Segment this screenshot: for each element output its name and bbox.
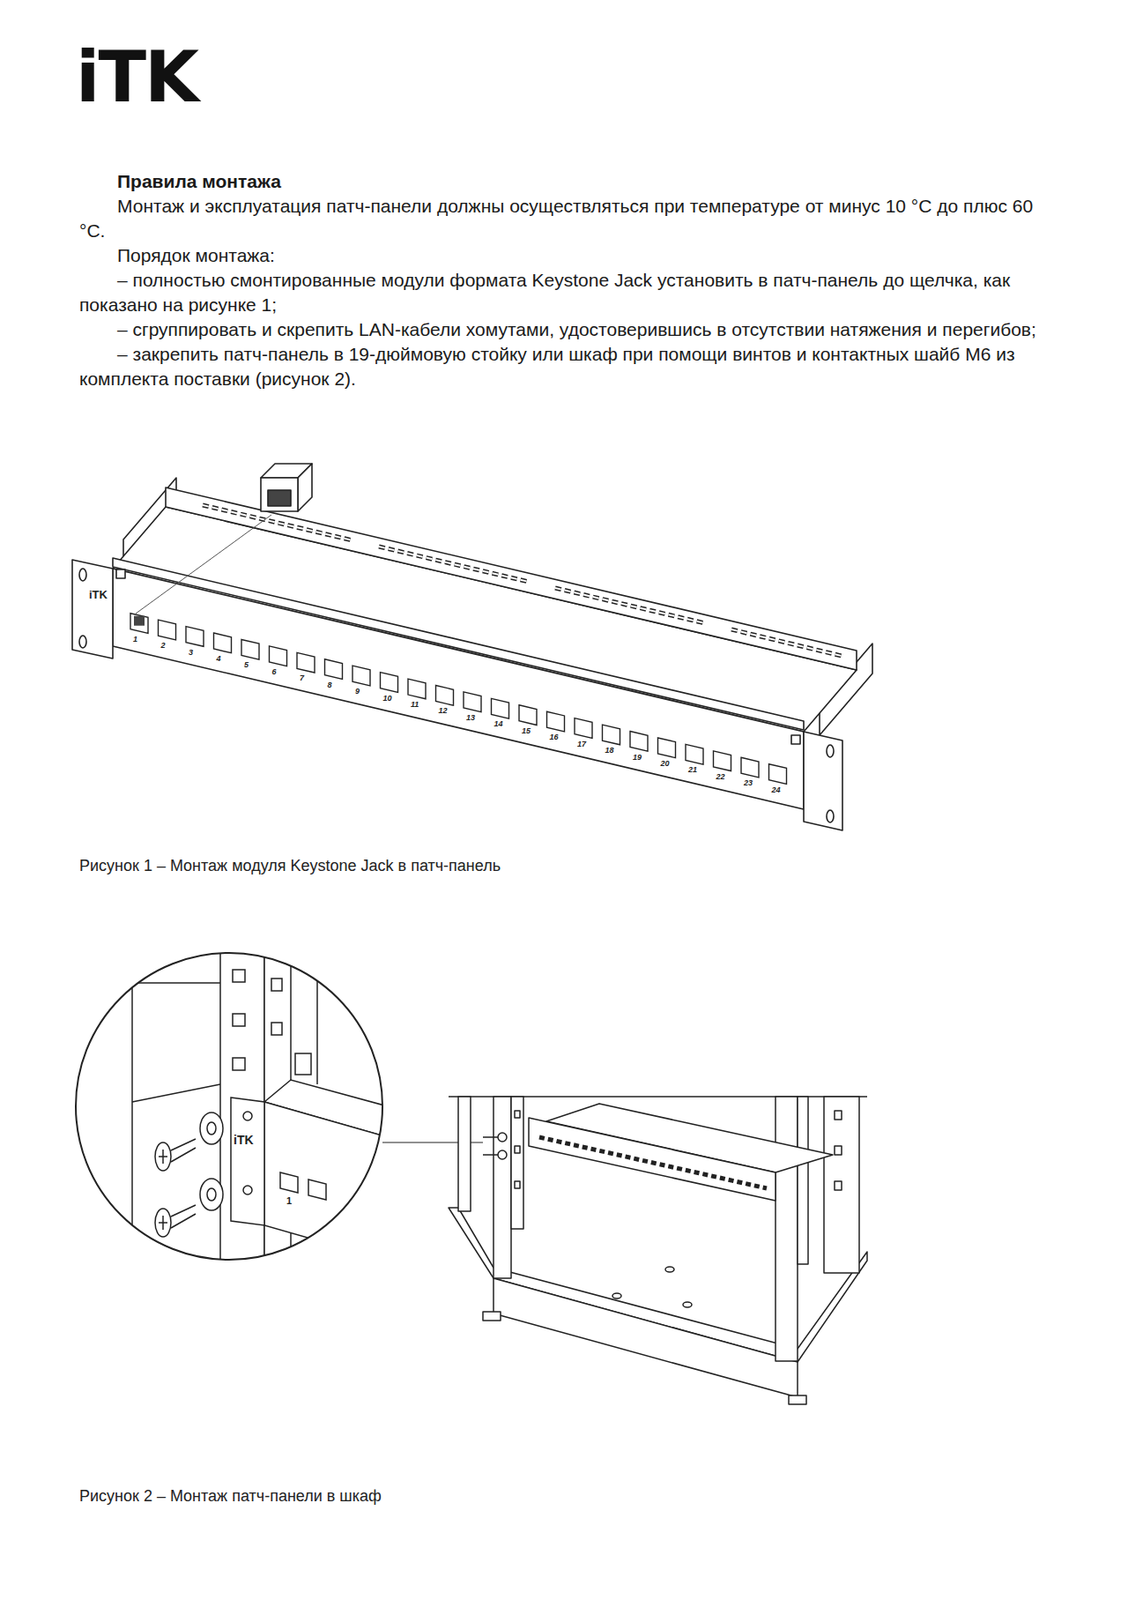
keystone-port xyxy=(547,711,565,732)
keystone-port xyxy=(214,632,232,654)
screw xyxy=(791,734,801,744)
port-number: 2 xyxy=(161,641,166,650)
screw xyxy=(116,569,126,579)
keystone-port xyxy=(685,743,704,765)
body-text: Правила монтажаМонтаж и эксплуатация пат… xyxy=(79,169,1049,392)
paragraph: Монтаж и эксплуатация патч-панели должны… xyxy=(79,193,1049,244)
mounting-ear xyxy=(803,731,843,831)
mount-hole xyxy=(79,568,87,581)
port-number: 1 xyxy=(286,1195,292,1206)
port-number: 23 xyxy=(743,779,753,787)
keystone-port xyxy=(741,756,759,778)
figure-caption: Рисунок 2 – Монтаж патч-панели в шкаф xyxy=(79,1485,382,1506)
mount-hole xyxy=(826,744,834,757)
zoom-circle xyxy=(75,952,383,1260)
mount-hole xyxy=(826,809,834,823)
screw xyxy=(155,1208,171,1237)
keystone-port xyxy=(325,659,343,680)
washer xyxy=(200,1112,223,1144)
port-number: 1 xyxy=(133,635,138,644)
port-number: 20 xyxy=(660,759,670,768)
keystone-port xyxy=(130,613,149,634)
port-number: 13 xyxy=(466,713,475,722)
port-number: 24 xyxy=(771,786,781,795)
keystone-port xyxy=(769,764,787,785)
keystone-port xyxy=(408,678,426,699)
panel-logo: iTK xyxy=(233,1133,254,1146)
keystone-port xyxy=(296,652,315,673)
washer xyxy=(200,1178,223,1210)
keystone-port xyxy=(185,626,204,647)
keystone-jack xyxy=(260,463,312,512)
port-number: 18 xyxy=(605,746,615,755)
port-number: 7 xyxy=(299,674,305,683)
installed-jack xyxy=(133,615,145,626)
paragraph: – закрепить патч-панель в 19-дюймовую ст… xyxy=(79,341,1049,392)
port-number: 5 xyxy=(244,660,249,669)
keystone-port xyxy=(713,750,732,772)
cage-nut xyxy=(295,1053,312,1075)
mounting-ear xyxy=(72,559,113,659)
keystone-port xyxy=(491,697,510,719)
keystone-port xyxy=(158,619,177,640)
port-number: 16 xyxy=(549,733,559,742)
keystone-port xyxy=(658,737,676,758)
mounting-ear xyxy=(230,1097,265,1225)
port-number: 12 xyxy=(438,706,448,715)
port-number: 14 xyxy=(494,719,504,728)
mount-hole xyxy=(79,635,87,648)
port-number: 17 xyxy=(577,740,587,749)
port-number: 3 xyxy=(188,648,193,657)
zoom-detail xyxy=(70,947,388,1269)
port-number: 22 xyxy=(716,772,726,781)
paragraph: – полностью смонтированные модули формат… xyxy=(79,267,1049,318)
paragraph: Порядок монтажа: xyxy=(79,243,1049,268)
port-number: 9 xyxy=(355,687,360,696)
keystone-port xyxy=(574,718,593,739)
keystone-port xyxy=(630,731,648,752)
port-number: 8 xyxy=(327,681,333,690)
brand-logo: iTK xyxy=(75,42,198,113)
port-number: 19 xyxy=(632,753,642,762)
keystone-port xyxy=(463,691,482,713)
rail-slots xyxy=(202,504,842,656)
screw xyxy=(155,1142,171,1171)
port-number: 11 xyxy=(410,700,419,709)
keystone-port xyxy=(380,672,399,693)
keystone-port xyxy=(241,638,260,660)
front-panel xyxy=(112,568,804,809)
paragraph: – сгруппировать и скрепить LAN-кабели хо… xyxy=(79,317,1049,342)
keystone-port xyxy=(352,665,371,686)
cabinet xyxy=(448,1096,868,1404)
keystone-port xyxy=(269,645,288,667)
keystone-port xyxy=(519,705,537,726)
section-heading: Правила монтажа xyxy=(79,169,1049,194)
port-number: 4 xyxy=(216,654,222,663)
figure-caption: Рисунок 1 – Монтаж модуля Keystone Jack … xyxy=(79,855,501,876)
port-number: 15 xyxy=(521,727,531,735)
port-number: 21 xyxy=(688,765,698,774)
keystone-port xyxy=(436,684,454,705)
panel-logo: iTK xyxy=(89,588,108,601)
leader-line xyxy=(135,514,272,614)
port-number: 6 xyxy=(272,667,277,676)
port-number: 10 xyxy=(383,694,393,703)
keystone-port xyxy=(602,724,621,745)
